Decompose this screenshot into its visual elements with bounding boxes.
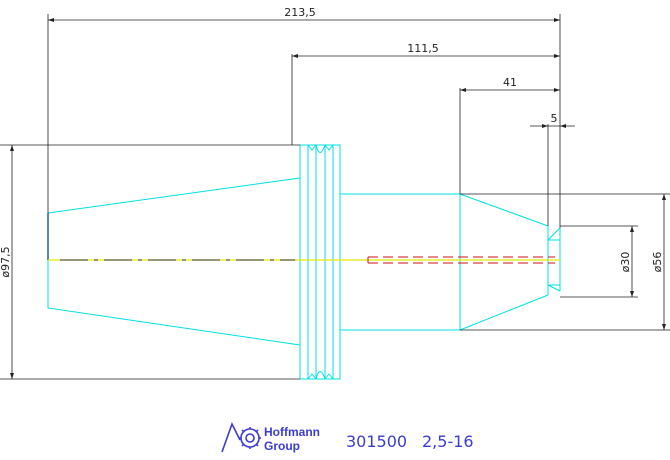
dim-taper-diameter: ø97,5: [0, 246, 12, 277]
dim-overall-length: 213,5: [284, 6, 316, 19]
dim-tip-step: 5: [551, 112, 558, 125]
neck: [339, 193, 461, 331]
shank: [459, 193, 561, 331]
dim-bore-diameter: ø30: [619, 252, 632, 273]
size-range: 2,5-16: [422, 432, 474, 451]
hidden-bore: [367, 256, 555, 264]
dim-shank-diameter: ø56: [651, 252, 664, 273]
article-number: 301500: [346, 432, 407, 451]
taper-cone: [47, 177, 301, 346]
dim-length-from-flange: 111,5: [407, 42, 439, 55]
dimension-arrows: [10, 18, 666, 379]
dim-shank-tip-length: 41: [503, 76, 517, 89]
flange: [299, 144, 341, 380]
dimension-lines: [0, 14, 670, 380]
logo-symbol-icon: [221, 421, 261, 453]
logo-brand-line1: Hoffmann: [264, 425, 320, 439]
hoffmann-group-logo: Hoffmann Group: [221, 421, 320, 453]
part-outline: [47, 144, 561, 380]
logo-brand-line2: Group: [264, 439, 300, 453]
